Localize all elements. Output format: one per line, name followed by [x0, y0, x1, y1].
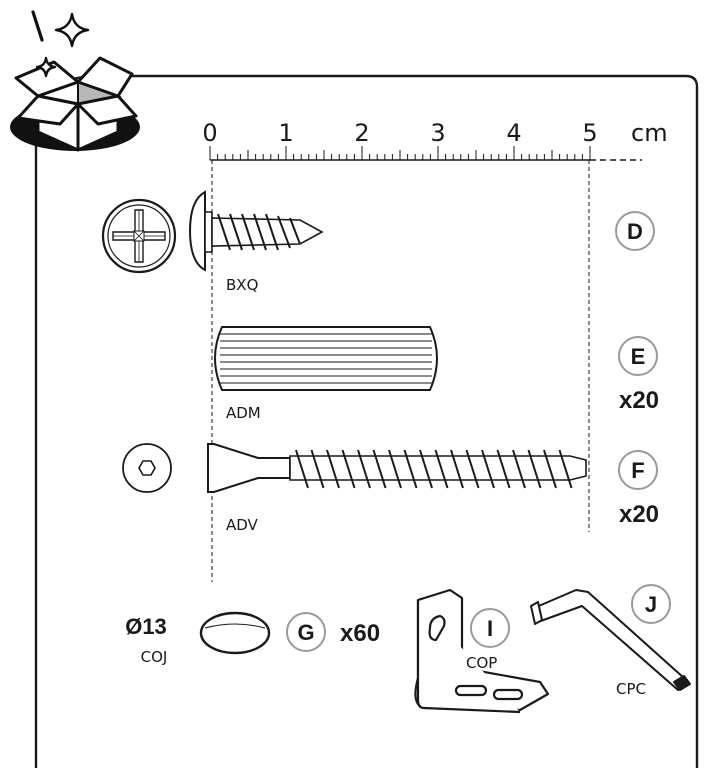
part-e-dowel: ADM — [214, 326, 438, 422]
ruler-number: 1 — [278, 119, 293, 147]
bolt-thread — [403, 449, 418, 489]
bolt-thread — [543, 449, 557, 489]
part-quantity: x20 — [619, 387, 659, 414]
part-code: BXQ — [226, 276, 258, 294]
part-letter: I — [487, 616, 493, 641]
part-code: CPC — [616, 680, 646, 698]
sparkle-icon — [31, 10, 90, 78]
ruler-number: 3 — [430, 119, 445, 147]
part-badge-f: F — [618, 450, 658, 490]
bolt-thread — [372, 449, 387, 489]
bolt-thread — [481, 449, 495, 489]
bolt-thread — [326, 449, 340, 489]
part-i-bracket: COP — [414, 588, 550, 714]
ruler-unit: cm — [631, 119, 668, 147]
part-f-bolt: ADV — [122, 443, 587, 534]
bolt-thread — [295, 449, 309, 489]
part-quantity: x60 — [340, 620, 380, 647]
part-badge-g: G — [286, 612, 326, 652]
bolt-thread — [388, 449, 402, 489]
bolt-thread — [434, 449, 449, 489]
part-letter: J — [645, 592, 657, 617]
part-letter: G — [297, 620, 314, 645]
part-quantity: x20 — [619, 501, 659, 528]
ruler-number: 2 — [354, 119, 369, 147]
part-badge-j: J — [631, 584, 671, 624]
open-box-icon — [10, 56, 140, 152]
bolt-thread — [357, 449, 371, 489]
part-code: COP — [466, 654, 497, 672]
part-j-allen-key: CPC — [530, 589, 691, 698]
bolt-thread — [527, 449, 542, 489]
ruler-number: 0 — [202, 119, 217, 147]
bolt-thread — [450, 449, 464, 489]
part-badge-e: E — [618, 336, 658, 376]
bolt-thread — [310, 449, 325, 489]
part-code: ADM — [226, 404, 261, 422]
part-badge-d: D — [615, 211, 655, 251]
part-code: ADV — [226, 516, 259, 534]
ruler-number: 4 — [506, 119, 521, 147]
frame-border — [34, 74, 699, 768]
part-g-cap: Ø13 COJ — [125, 611, 271, 666]
bolt-thread — [496, 449, 511, 489]
ruler-number: 5 — [582, 119, 597, 147]
bolt-thread — [465, 449, 480, 489]
bolt-thread — [341, 449, 356, 489]
part-badge-i: I — [470, 608, 510, 648]
part-letter: F — [631, 458, 644, 483]
ruler: 0 1 2 3 4 5 cm — [202, 119, 668, 582]
part-d-screw: BXQ — [101, 190, 324, 294]
bolt-thread — [558, 449, 573, 489]
cap-diameter: Ø13 — [125, 614, 167, 639]
cap-icon — [199, 611, 271, 655]
part-letter: D — [627, 219, 643, 244]
part-letter: E — [631, 344, 646, 369]
bolt-thread — [512, 449, 526, 489]
bolt-thread — [419, 449, 433, 489]
part-code: COJ — [141, 648, 168, 666]
